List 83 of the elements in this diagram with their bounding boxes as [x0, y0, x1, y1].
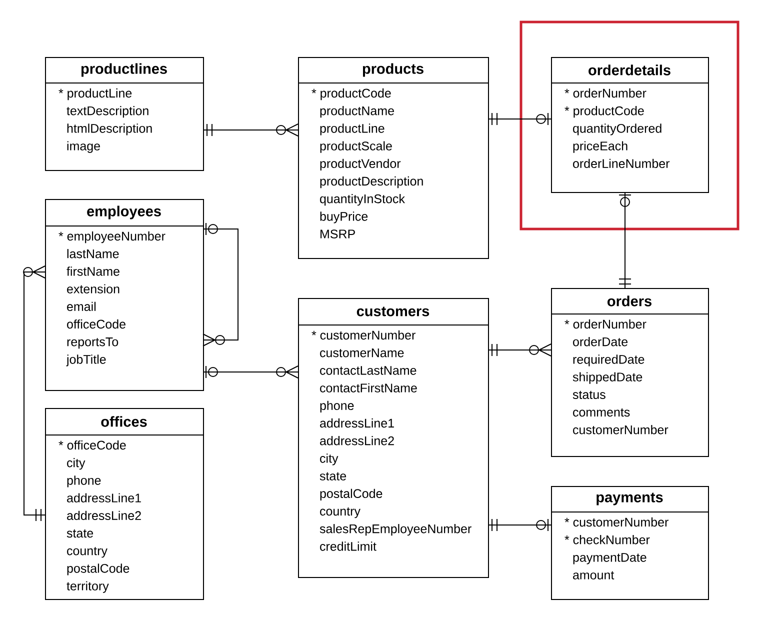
- entity-table: [44, 199, 204, 391]
- field-name: state: [320, 472, 346, 480]
- relationship-line: [488, 518, 552, 532]
- entity-table: [550, 288, 709, 457]
- table-title: orderdetails: [588, 64, 670, 76]
- table-title: payments: [596, 492, 663, 506]
- field-name: quantityOrdered: [573, 124, 662, 136]
- field-name: postalCode: [67, 564, 130, 576]
- field-name: orderLineNumber: [573, 158, 670, 168]
- field-name: paymentDate: [573, 553, 646, 564]
- field-name: territory: [66, 581, 109, 593]
- field-name: addressLine1: [320, 418, 394, 428]
- field-name: * productCode: [312, 88, 391, 100]
- field-name: * checkNumber: [564, 535, 650, 544]
- field-name: * customerNumber: [564, 517, 668, 527]
- field-name: country: [67, 547, 108, 558]
- field-name: textDescription: [66, 106, 148, 118]
- field-name: priceEach: [573, 141, 628, 153]
- relationship-line: [488, 112, 552, 126]
- field-name: creditLimit: [320, 542, 376, 551]
- field-name: email: [67, 302, 96, 312]
- entity-table: [44, 57, 204, 171]
- field-name: amount: [573, 571, 614, 580]
- field-name: phone: [67, 476, 101, 488]
- field-name: orderDate: [573, 337, 628, 346]
- table-title: productlines: [81, 63, 167, 77]
- field-name: contactLastName: [320, 366, 416, 375]
- table-title: customers: [356, 306, 430, 316]
- field-name: comments: [573, 408, 630, 417]
- field-name: * orderNumber: [564, 319, 646, 329]
- table-title: employees: [87, 206, 161, 220]
- entity-table: [550, 57, 709, 193]
- table-title: offices: [101, 416, 147, 427]
- entity-table: [298, 298, 489, 578]
- field-name: * productLine: [58, 88, 132, 100]
- field-name: productLine: [320, 124, 384, 136]
- field-name: image: [67, 141, 100, 153]
- field-name: city: [67, 458, 86, 470]
- relationship-line: [618, 192, 632, 288]
- field-name: lastName: [67, 249, 119, 258]
- entity-table: [550, 486, 709, 600]
- relationship-line: [202, 222, 238, 346]
- field-name: addressLine2: [320, 436, 394, 446]
- entity-table: [298, 57, 489, 259]
- field-name: * customerNumber: [312, 330, 416, 340]
- field-name: buyPrice: [320, 212, 368, 224]
- field-name: country: [320, 507, 360, 518]
- field-name: productName: [320, 106, 394, 118]
- field-name: jobTitle: [66, 354, 106, 366]
- field-name: contactFirstName: [320, 383, 417, 392]
- field-name: * productCode: [564, 106, 644, 118]
- field-name: reportsTo: [67, 338, 118, 349]
- field-name: htmlDescription: [67, 124, 152, 136]
- field-name: productDescription: [320, 176, 423, 188]
- field-name: productVendor: [320, 158, 401, 170]
- field-name: firstName: [66, 266, 120, 276]
- table-title: products: [362, 63, 424, 77]
- field-name: customerName: [320, 348, 404, 358]
- field-name: state: [66, 529, 94, 538]
- entity-table: [44, 408, 204, 600]
- field-name: quantityInStock: [320, 194, 405, 206]
- field-name: officeCode: [67, 319, 126, 329]
- field-name: addressLine2: [67, 510, 141, 520]
- field-name: phone: [320, 400, 354, 412]
- field-name: customerNumber: [573, 425, 668, 434]
- table-title: orders: [608, 296, 652, 306]
- relationship-line: [204, 124, 298, 136]
- relationship-line: [23, 266, 46, 522]
- relationship-line: [204, 366, 298, 378]
- field-name: MSRP: [320, 230, 355, 238]
- field-name: * officeCode: [58, 440, 126, 450]
- relationship-line: [488, 344, 552, 356]
- field-name: city: [320, 454, 338, 466]
- field-name: productScale: [320, 141, 392, 153]
- field-name: extension: [67, 284, 120, 294]
- field-name: requiredDate: [573, 354, 644, 366]
- field-name: * orderNumber: [564, 88, 646, 98]
- field-name: shippedDate: [572, 372, 642, 384]
- field-name: postalCode: [320, 488, 382, 500]
- field-name: status: [572, 390, 606, 400]
- field-name: addressLine1: [67, 493, 141, 502]
- field-name: salesRepEmployeeNumber: [320, 524, 472, 536]
- field-name: * employeeNumber: [58, 231, 166, 244]
